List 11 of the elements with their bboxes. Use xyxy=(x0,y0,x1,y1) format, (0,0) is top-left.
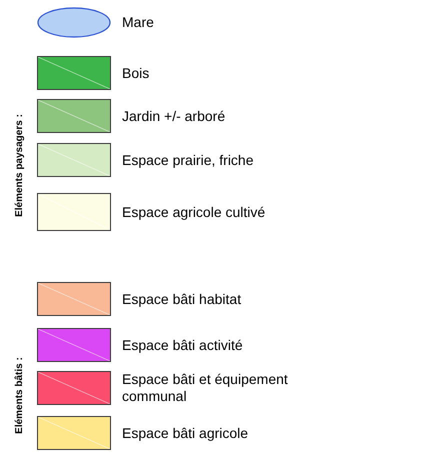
legend-label: Espace bâti agricole xyxy=(122,424,250,442)
legend-label: Mare xyxy=(122,14,155,31)
section-label: Eléments paysagers : xyxy=(13,114,24,216)
legend-label: Espace bâti et équipement communal xyxy=(122,371,289,405)
legend-label: Espace bâti activité xyxy=(122,336,244,354)
legend-label: Espace agricole cultivé xyxy=(122,204,266,220)
legend-label: Espace bâti habitat xyxy=(122,290,242,308)
legend-label: Jardin +/- arboré xyxy=(122,108,226,124)
legend-label: Espace prairie, friche xyxy=(122,152,255,168)
legend-label: Bois xyxy=(122,64,150,82)
section-label: Eléments bâtis : xyxy=(13,356,24,434)
